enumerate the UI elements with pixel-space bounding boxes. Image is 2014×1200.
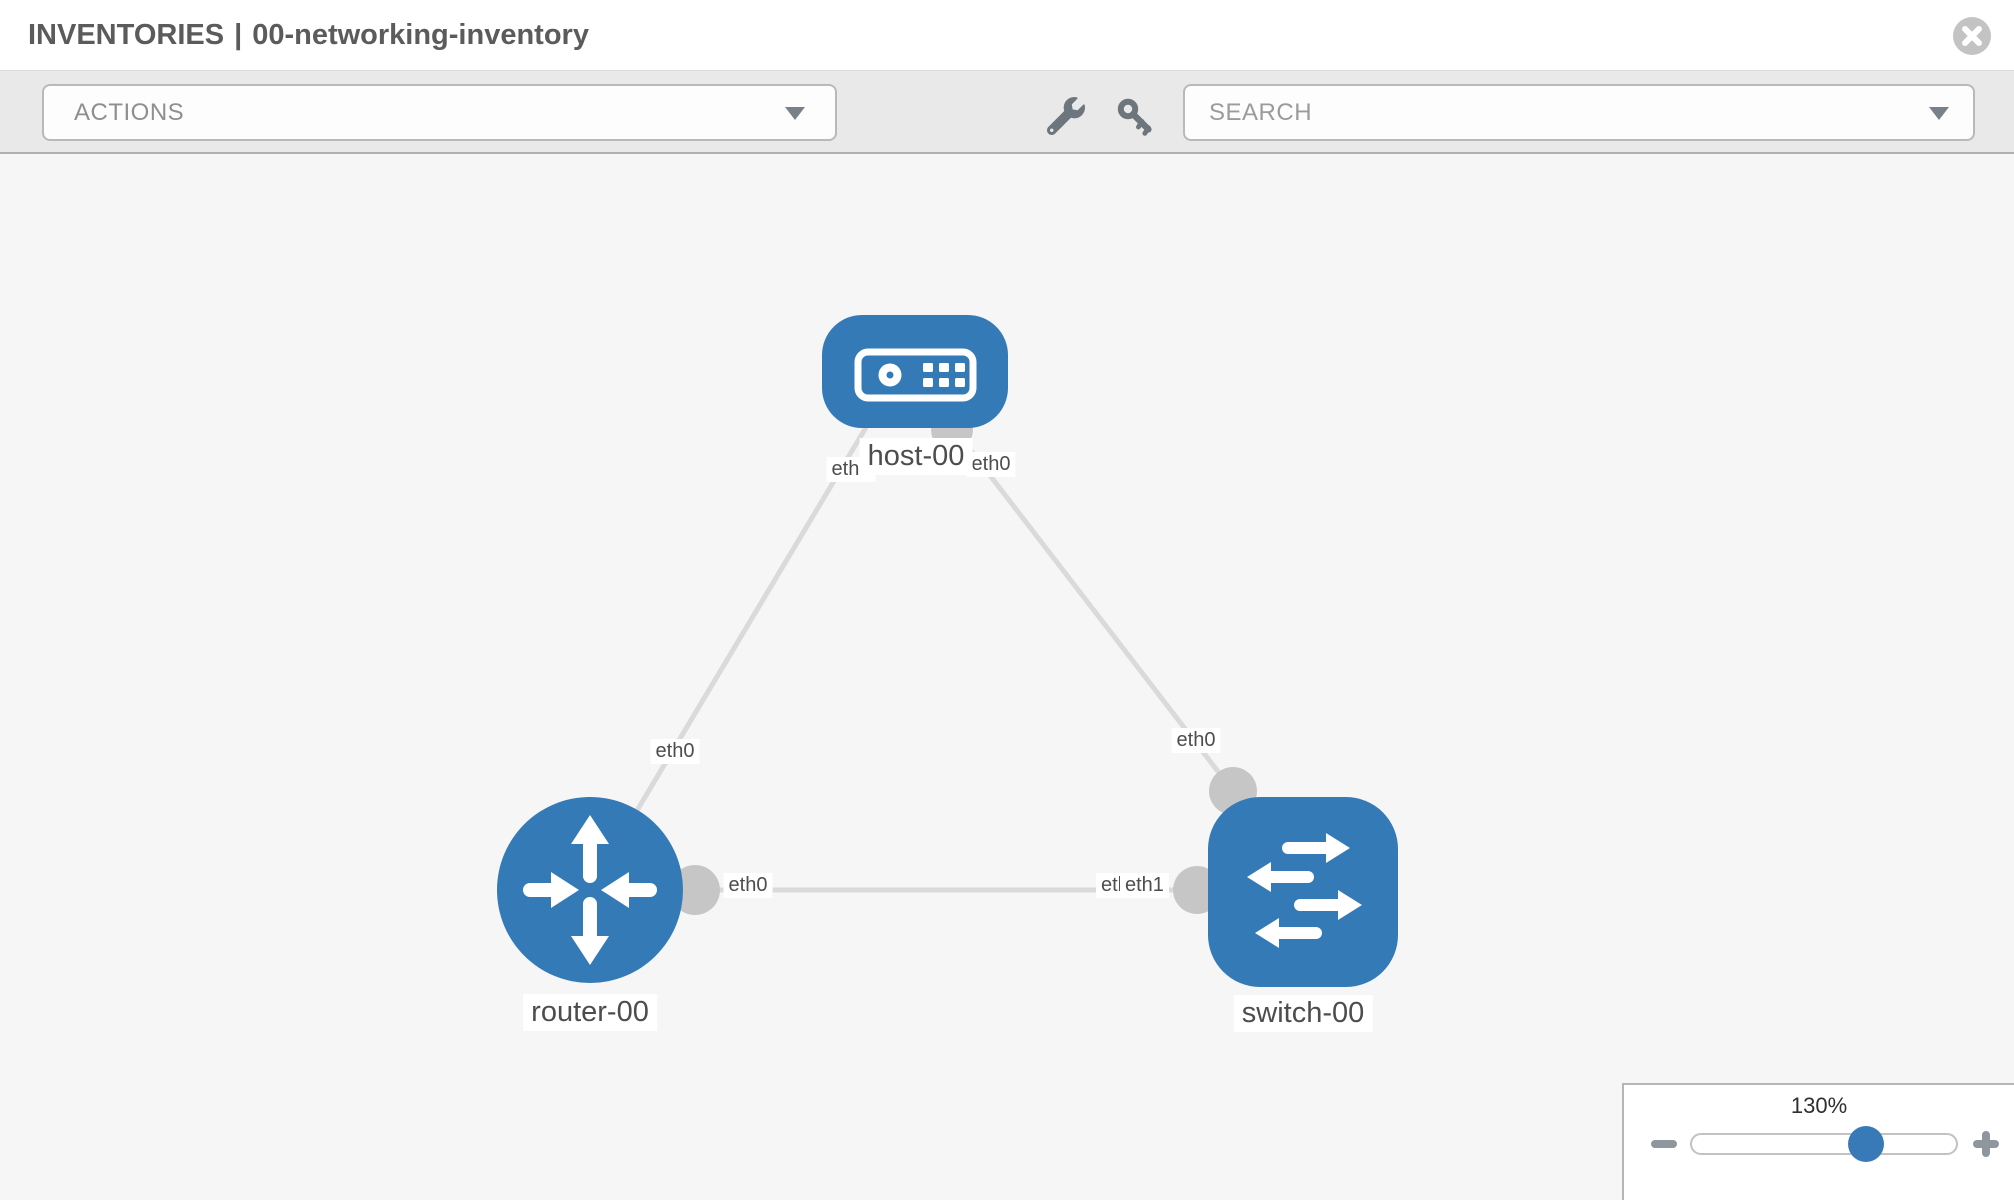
node-label-switch: switch-00: [1233, 995, 1373, 1032]
page-title: INVENTORIES | 00-networking-inventory: [28, 0, 589, 70]
interface-label: eth0: [1171, 728, 1221, 753]
breadcrumb[interactable]: INVENTORIES: [28, 19, 225, 51]
router-arrows-icon: [523, 815, 657, 965]
switch-arrows-icon: [1247, 833, 1362, 948]
minus-icon[interactable]: [1651, 1140, 1677, 1148]
inventory-name: 00-networking-inventory: [252, 19, 589, 51]
node-switch[interactable]: [1208, 797, 1398, 987]
node-label-router: router-00: [523, 994, 657, 1031]
close-button[interactable]: [1953, 17, 1991, 55]
chevron-down-icon: [1929, 107, 1949, 120]
zoom-control-panel: 130%: [1622, 1083, 2014, 1200]
zoom-slider[interactable]: [1690, 1133, 1958, 1155]
key-icon[interactable]: [1116, 97, 1156, 137]
node-label-host: host-00: [859, 438, 973, 475]
key-glyph: [1117, 98, 1152, 136]
header: INVENTORIES | 00-networking-inventory: [0, 0, 2014, 70]
zoom-slider-thumb[interactable]: [1848, 1126, 1884, 1162]
breadcrumb-separator: |: [234, 19, 243, 51]
search-dropdown[interactable]: SEARCH: [1183, 84, 1975, 141]
link-endpoint-router-right[interactable]: [670, 865, 720, 915]
chevron-down-icon: [785, 107, 805, 120]
interface-label: eth0: [723, 873, 773, 898]
actions-dropdown[interactable]: ACTIONS: [42, 84, 837, 141]
zoom-level-label: 130%: [1790, 1093, 1848, 1118]
interface-label: eth0: [966, 452, 1016, 477]
close-icon: [1962, 26, 1982, 46]
toolbar: ACTIONS SEARCH: [0, 70, 2014, 154]
interface-label: eth1: [1120, 873, 1169, 898]
actions-dropdown-label: ACTIONS: [74, 99, 185, 126]
plus-bar: [1982, 1131, 1990, 1157]
node-router[interactable]: [497, 797, 683, 983]
interface-label: eth0: [650, 739, 700, 764]
node-host[interactable]: [822, 315, 1008, 428]
wrench-glyph: [1046, 97, 1085, 136]
search-placeholder: SEARCH: [1209, 99, 1313, 126]
plus-icon[interactable]: [1971, 1129, 2001, 1159]
wrench-icon[interactable]: [1046, 97, 1087, 137]
host-server-icon: [854, 348, 977, 402]
topology-canvas[interactable]: eth0 eth0 eth0 eth0 eth0 eth0 eth1 host-…: [0, 154, 2014, 1200]
